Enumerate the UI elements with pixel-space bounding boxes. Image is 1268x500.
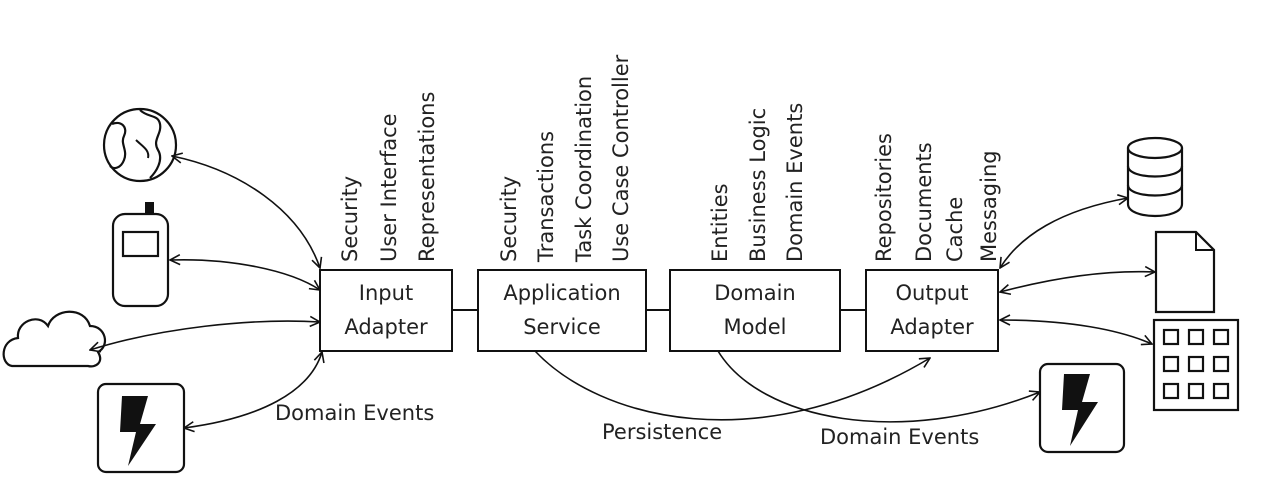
globe-to-input-arrow xyxy=(172,156,320,268)
persistence-arrow xyxy=(534,350,930,421)
cloud-to-input-arrow xyxy=(90,321,320,350)
output-adapter-concerns: Repositories Documents Cache Messaging xyxy=(872,133,1001,262)
globe-icon xyxy=(102,107,178,183)
output-to-database-arrow xyxy=(1000,198,1128,268)
output-adapter-label-line1: Output xyxy=(896,281,969,305)
domain-model-label-line2: Model xyxy=(723,315,786,339)
mobile-phone-icon xyxy=(111,202,170,308)
domain-events-output-arrow xyxy=(717,350,1040,423)
database-icon xyxy=(1126,136,1184,218)
document-icon xyxy=(1154,230,1216,314)
concern-label: Entities xyxy=(708,183,732,262)
output-adapter-label-line2: Adapter xyxy=(890,315,974,339)
concern-label: Security xyxy=(497,176,521,262)
input-adapter-box: Input Adapter xyxy=(319,269,453,352)
concern-label: User Interface xyxy=(377,113,401,262)
concern-label: Repositories xyxy=(872,133,896,262)
application-service-concerns: Security Transactions Task Coordination … xyxy=(497,54,633,263)
concern-label: Documents xyxy=(912,142,936,262)
concern-label: Security xyxy=(338,176,362,262)
input-adapter-label-line2: Adapter xyxy=(344,315,428,339)
concern-label: Use Case Controller xyxy=(609,54,633,262)
application-service-label-line2: Service xyxy=(523,315,601,339)
concern-label: Task Coordination xyxy=(572,76,596,263)
domain-model-label-line1: Domain xyxy=(714,281,796,305)
lightning-event-icon xyxy=(96,382,186,474)
output-to-grid-arrow xyxy=(1000,320,1152,344)
concern-label: Cache xyxy=(943,197,967,262)
phone-to-input-arrow xyxy=(170,260,320,290)
output-adapter-box: Output Adapter xyxy=(865,269,999,352)
lightning-event-icon xyxy=(1038,362,1126,454)
input-domain-events-label: Domain Events xyxy=(275,401,434,425)
event-to-input-arrow xyxy=(184,352,322,428)
cloud-icon xyxy=(2,310,107,368)
input-adapter-label-line1: Input xyxy=(359,281,413,305)
domain-model-concerns: Entities Business Logic Domain Events xyxy=(708,103,807,262)
concern-label: Representations xyxy=(415,92,439,262)
output-to-document-arrow xyxy=(1000,272,1155,292)
concern-label: Transactions xyxy=(534,131,558,263)
input-adapter-concerns: Security User Interface Representations xyxy=(338,92,439,262)
application-service-label-line1: Application xyxy=(503,281,620,305)
concern-label: Domain Events xyxy=(783,103,807,262)
concern-label: Business Logic xyxy=(746,108,770,262)
grid-icon xyxy=(1152,318,1240,412)
application-service-box: Application Service xyxy=(477,269,647,352)
persistence-label: Persistence xyxy=(602,420,722,444)
output-domain-events-label: Domain Events xyxy=(820,425,979,449)
domain-model-box: Domain Model xyxy=(669,269,841,352)
concern-label: Messaging xyxy=(977,150,1001,262)
